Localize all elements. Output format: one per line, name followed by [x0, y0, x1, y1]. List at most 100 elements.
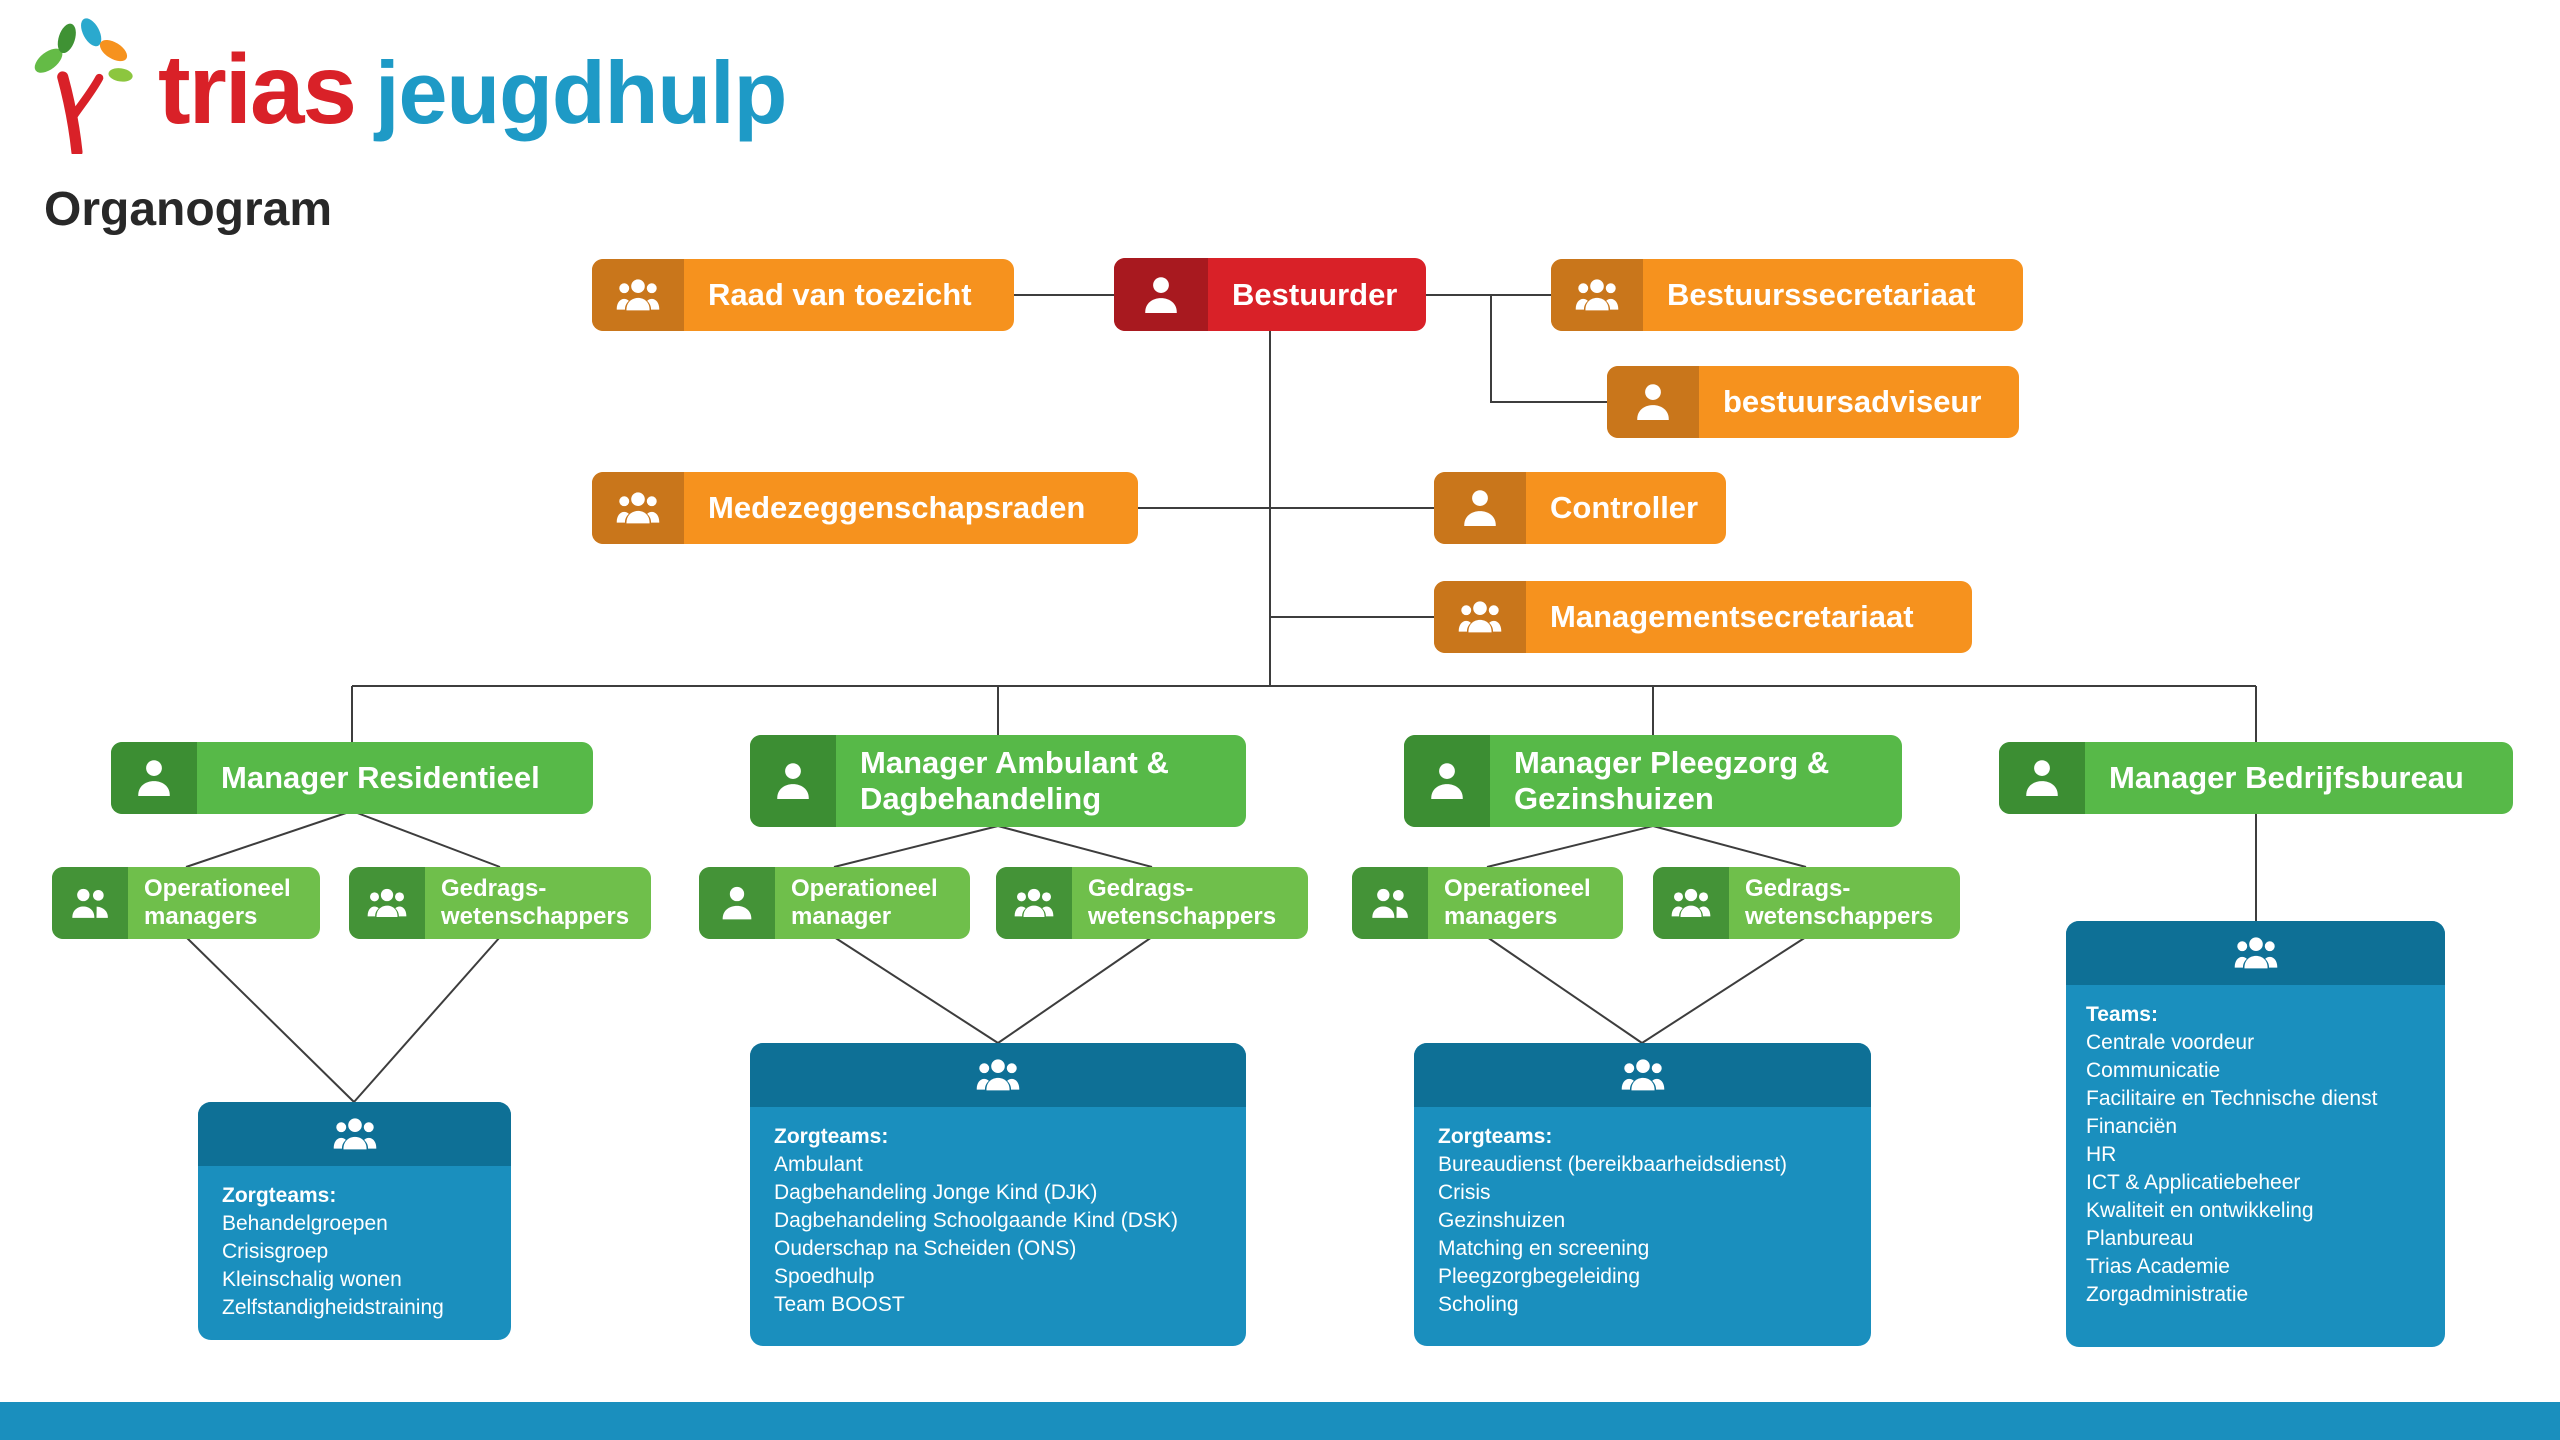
team-item: Crisis [1438, 1181, 1491, 1204]
medezeggenschapsraden-label: Medezeggenschapsraden [708, 490, 1086, 526]
node-ambulant-gedragswetenschappers: Gedrags- wetenschappers [996, 867, 1308, 939]
footer-bar [0, 1402, 2560, 1440]
residentieel-gedrags-label: Gedrags- wetenschappers [441, 875, 630, 930]
person-icon [699, 867, 775, 939]
page-title: Organogram [44, 183, 333, 236]
node-manager-ambulant: Manager Ambulant & Dagbehandeling [750, 735, 1246, 827]
team-item: Communicatie [2086, 1059, 2221, 1082]
team-item: Crisisgroep [222, 1240, 329, 1263]
controller-label: Controller [1550, 490, 1699, 526]
person-icon [1114, 258, 1208, 331]
person-icon [1404, 735, 1490, 827]
people-icon [1653, 867, 1729, 939]
team-box-bedrijfsbureau: Teams: Centrale voordeur Communicatie Fa… [2066, 921, 2445, 1347]
node-manager-pleegzorg: Manager Pleegzorg & Gezinshuizen [1404, 735, 1902, 827]
people-icon [52, 867, 128, 939]
pleegzorg-gedrags-label: Gedrags- wetenschappers [1745, 875, 1934, 930]
manager-pleegzorg-label: Manager Pleegzorg & Gezinshuizen [1514, 745, 1830, 816]
team-item: Planbureau [2086, 1227, 2194, 1250]
people-icon [198, 1102, 511, 1166]
team-item: Pleegzorgbegeleiding [1438, 1265, 1640, 1288]
team-item: Centrale voordeur [2086, 1031, 2255, 1054]
team-list-pleegzorg: Zorgteams: Bureaudienst (bereikbaarheids… [1414, 1107, 1871, 1331]
person-icon [750, 735, 836, 827]
node-controller: Controller [1434, 472, 1726, 544]
team-list-bedrijfsbureau: Teams: Centrale voordeur Communicatie Fa… [2066, 985, 2445, 1321]
team-item: Scholing [1438, 1293, 1519, 1316]
people-icon [349, 867, 425, 939]
team-item: Trias Academie [2086, 1255, 2230, 1278]
manager-bedrijfsbureau-label: Manager Bedrijfsbureau [2109, 760, 2464, 796]
team-item: Zelfstandigheidstraining [222, 1296, 444, 1319]
team-item: Financiën [2086, 1115, 2178, 1138]
team-box-pleegzorg: Zorgteams: Bureaudienst (bereikbaarheids… [1414, 1043, 1871, 1346]
team-list-ambulant: Zorgteams: Ambulant Dagbehandeling Jonge… [750, 1107, 1246, 1331]
bestuurssecretariaat-label: Bestuurssecretariaat [1667, 277, 1976, 313]
team-item: Behandelgroepen [222, 1212, 388, 1235]
team-item: Dagbehandeling Jonge Kind (DJK) [774, 1181, 1098, 1204]
node-managementsecretariaat: Managementsecretariaat [1434, 581, 1972, 653]
managementsecretariaat-label: Managementsecretariaat [1550, 599, 1914, 635]
people-icon [2066, 921, 2445, 985]
people-icon [592, 472, 684, 544]
team-heading: Teams: [2086, 1003, 2158, 1026]
people-icon [1551, 259, 1643, 331]
node-pleegzorg-operationeel-managers: Operationeel managers [1352, 867, 1623, 939]
team-item: Gezinshuizen [1438, 1209, 1566, 1232]
team-item: Zorgadministratie [2086, 1283, 2249, 1306]
node-manager-bedrijfsbureau: Manager Bedrijfsbureau [1999, 742, 2513, 814]
team-item: Ouderschap na Scheiden (ONS) [774, 1237, 1077, 1260]
people-icon [1352, 867, 1428, 939]
node-manager-residentieel: Manager Residentieel [111, 742, 593, 814]
people-icon [592, 259, 684, 331]
team-item: HR [2086, 1143, 2117, 1166]
team-heading: Zorgteams: [1438, 1125, 1553, 1148]
bestuurder-label: Bestuurder [1232, 276, 1398, 312]
brand-name-secondary: jeugdhulp [375, 43, 787, 142]
team-heading: Zorgteams: [222, 1184, 337, 1207]
node-bestuurder: Bestuurder [1114, 258, 1426, 331]
team-box-ambulant: Zorgteams: Ambulant Dagbehandeling Jonge… [750, 1043, 1246, 1346]
team-item: Kleinschalig wonen [222, 1268, 402, 1291]
person-icon [1607, 366, 1699, 438]
team-item: Team BOOST [774, 1293, 905, 1316]
node-ambulant-operationeel-manager: Operationeel manager [699, 867, 970, 939]
person-icon [1999, 742, 2085, 814]
manager-ambulant-label: Manager Ambulant & Dagbehandeling [860, 745, 1169, 816]
people-icon [1414, 1043, 1871, 1107]
team-item: Matching en screening [1438, 1237, 1650, 1260]
team-item: Dagbehandeling Schoolgaande Kind (DSK) [774, 1209, 1178, 1232]
node-residentieel-gedragswetenschappers: Gedrags- wetenschappers [349, 867, 651, 939]
team-item: Bureaudienst (bereikbaarheidsdienst) [1438, 1153, 1788, 1176]
brand-logo: trias jeugdhulp [24, 12, 787, 154]
node-raad-van-toezicht: Raad van toezicht [592, 259, 1014, 331]
person-icon [111, 742, 197, 814]
node-bestuursadviseur: bestuursadviseur [1607, 366, 2019, 438]
team-item: Kwaliteit en ontwikkeling [2086, 1199, 2314, 1222]
team-item: ICT & Applicatiebeheer [2086, 1171, 2301, 1194]
tree-logo-icon [34, 18, 133, 154]
ambulant-gedrags-label: Gedrags- wetenschappers [1088, 875, 1277, 930]
person-icon [1434, 472, 1526, 544]
ambulant-operationeel-label: Operationeel manager [791, 875, 938, 930]
team-item: Spoedhulp [774, 1265, 875, 1288]
node-medezeggenschapsraden: Medezeggenschapsraden [592, 472, 1138, 544]
raad-van-toezicht-label: Raad van toezicht [708, 277, 972, 313]
brand-wordmark: trias jeugdhulp [158, 34, 787, 144]
team-item: Facilitaire en Technische dienst [2086, 1087, 2378, 1110]
residentieel-operationeel-label: Operationeel managers [144, 875, 291, 930]
team-list-residentieel: Zorgteams: Behandelgroepen Crisisgroep K… [198, 1166, 511, 1334]
bestuursadviseur-label: bestuursadviseur [1723, 384, 1982, 420]
manager-residentieel-label: Manager Residentieel [221, 760, 540, 796]
brand-name-primary: trias [158, 34, 357, 144]
people-icon [1434, 581, 1526, 653]
team-heading: Zorgteams: [774, 1125, 889, 1148]
node-residentieel-operationeel-managers: Operationeel managers [52, 867, 320, 939]
team-item: Ambulant [774, 1153, 863, 1176]
pleegzorg-operationeel-label: Operationeel managers [1444, 875, 1591, 930]
team-box-residentieel: Zorgteams: Behandelgroepen Crisisgroep K… [198, 1102, 511, 1340]
people-icon [750, 1043, 1246, 1107]
node-bestuurssecretariaat: Bestuurssecretariaat [1551, 259, 2023, 331]
